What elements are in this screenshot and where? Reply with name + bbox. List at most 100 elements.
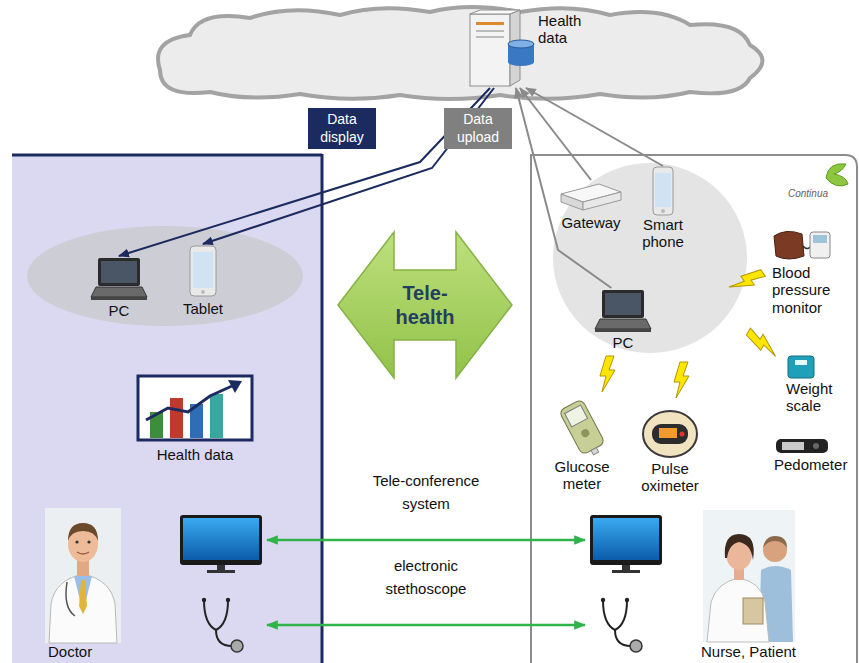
glucose-icon (552, 396, 612, 458)
laptop-lid (602, 290, 644, 318)
bp-cuff (774, 231, 804, 259)
scale-display (795, 360, 807, 365)
tablet-button (201, 290, 205, 294)
node-label: Pedometer (774, 456, 852, 473)
oximeter-body (652, 424, 688, 444)
server-node: Health data (468, 10, 592, 88)
earpiece (226, 598, 230, 602)
photo-ground (703, 510, 795, 642)
nurse-photo (703, 510, 795, 642)
wireless-bolt (600, 356, 615, 392)
panel-border (12, 154, 322, 157)
stethoscope-tube (603, 600, 627, 630)
server-icon (468, 10, 538, 88)
scale-body (788, 356, 814, 378)
stethoscope-tube (66, 582, 75, 616)
eye (75, 540, 78, 543)
bp-screen (813, 235, 827, 243)
node-label: Weight scale (786, 380, 842, 415)
monitor-screen (593, 518, 659, 560)
stethoscope-tube (615, 630, 631, 646)
node-label: Tablet (178, 300, 228, 317)
trend-arrowhead (228, 380, 242, 393)
device-group-ellipse (553, 163, 747, 353)
device-node: Pulse oximeter (636, 404, 704, 495)
phone-screen (655, 173, 671, 207)
node-label: Glucose meter (550, 458, 614, 493)
wireless-bolt (728, 265, 766, 298)
node-label: Health data (538, 10, 592, 47)
monitor-bezel (180, 515, 262, 565)
wireless-bolt (743, 327, 782, 358)
patient-hair (763, 536, 787, 548)
node-label: PC (99, 302, 139, 319)
eye (87, 540, 90, 543)
gateway-icon (559, 180, 623, 214)
label-holder: electronic stethoscope (361, 555, 491, 600)
section-tag: Data display (308, 108, 376, 149)
laptop-base (91, 297, 147, 300)
node-label: Doctor (48, 643, 92, 660)
pedometer-body (776, 439, 828, 453)
device-node: Gateway (558, 180, 624, 231)
node-label: Smart phone (638, 216, 688, 251)
trend-line (146, 386, 232, 420)
monitor-stand (217, 565, 225, 570)
label-holder: Tele-conference system (361, 470, 491, 515)
chart-bar (210, 394, 223, 438)
stethoscope (601, 598, 642, 652)
bolt-shape (728, 265, 766, 298)
server-front (470, 14, 510, 86)
server-slot (476, 36, 504, 38)
laptop-screen (101, 261, 137, 283)
double-arrow-outline (338, 232, 512, 378)
bolt-shape (743, 327, 782, 358)
monitor-stand (622, 565, 630, 570)
photo-ground (45, 508, 121, 643)
doctor-panel (12, 155, 322, 663)
laptop-keyboard (91, 287, 147, 297)
monitor-base (612, 570, 640, 573)
person-node: Nurse, Patient (585, 505, 800, 660)
oximeter-light (680, 432, 685, 437)
monitor-bezel (590, 515, 662, 565)
node-label: Tele- health (383, 281, 467, 329)
person-node: Doctor (42, 505, 267, 660)
scale-icon (786, 352, 816, 380)
tie (79, 580, 87, 614)
stethoscope-tube (204, 600, 228, 630)
gateway-front (561, 194, 583, 210)
node-label: Data display (316, 111, 368, 146)
monitor-base (207, 570, 235, 573)
wireless-bolt (674, 362, 689, 398)
pedometer-screen (782, 442, 804, 450)
pedometer-icon (774, 436, 830, 456)
bp-device (810, 232, 830, 258)
oximeter-ring (643, 411, 697, 457)
connector (520, 88, 591, 180)
earpiece (202, 598, 206, 602)
bolt-shape (600, 356, 615, 392)
device-node: Tablet (178, 244, 228, 317)
node-label: Nurse, Patient (701, 643, 796, 660)
bp-icon (772, 226, 832, 264)
laptop-icon (90, 256, 148, 302)
double-arrow-node: Tele- health (336, 230, 514, 380)
edge-group (119, 88, 663, 625)
server-stripe (476, 22, 504, 25)
node-label: Gateway (558, 214, 624, 231)
stethoscope (202, 598, 243, 652)
earpiece (625, 598, 629, 602)
edge-label: Tele-conference system (361, 470, 491, 515)
oximeter-display (659, 428, 677, 438)
meter-body (559, 399, 605, 455)
scene-illustration (42, 505, 267, 660)
tablet-body (190, 246, 216, 296)
chart-node: Health data (136, 374, 254, 463)
node-label: Health data (139, 446, 251, 463)
phone-body (653, 167, 673, 215)
chest-piece (231, 640, 243, 652)
meter-button (580, 428, 591, 439)
device-node: Blood pressure monitor (772, 226, 838, 316)
